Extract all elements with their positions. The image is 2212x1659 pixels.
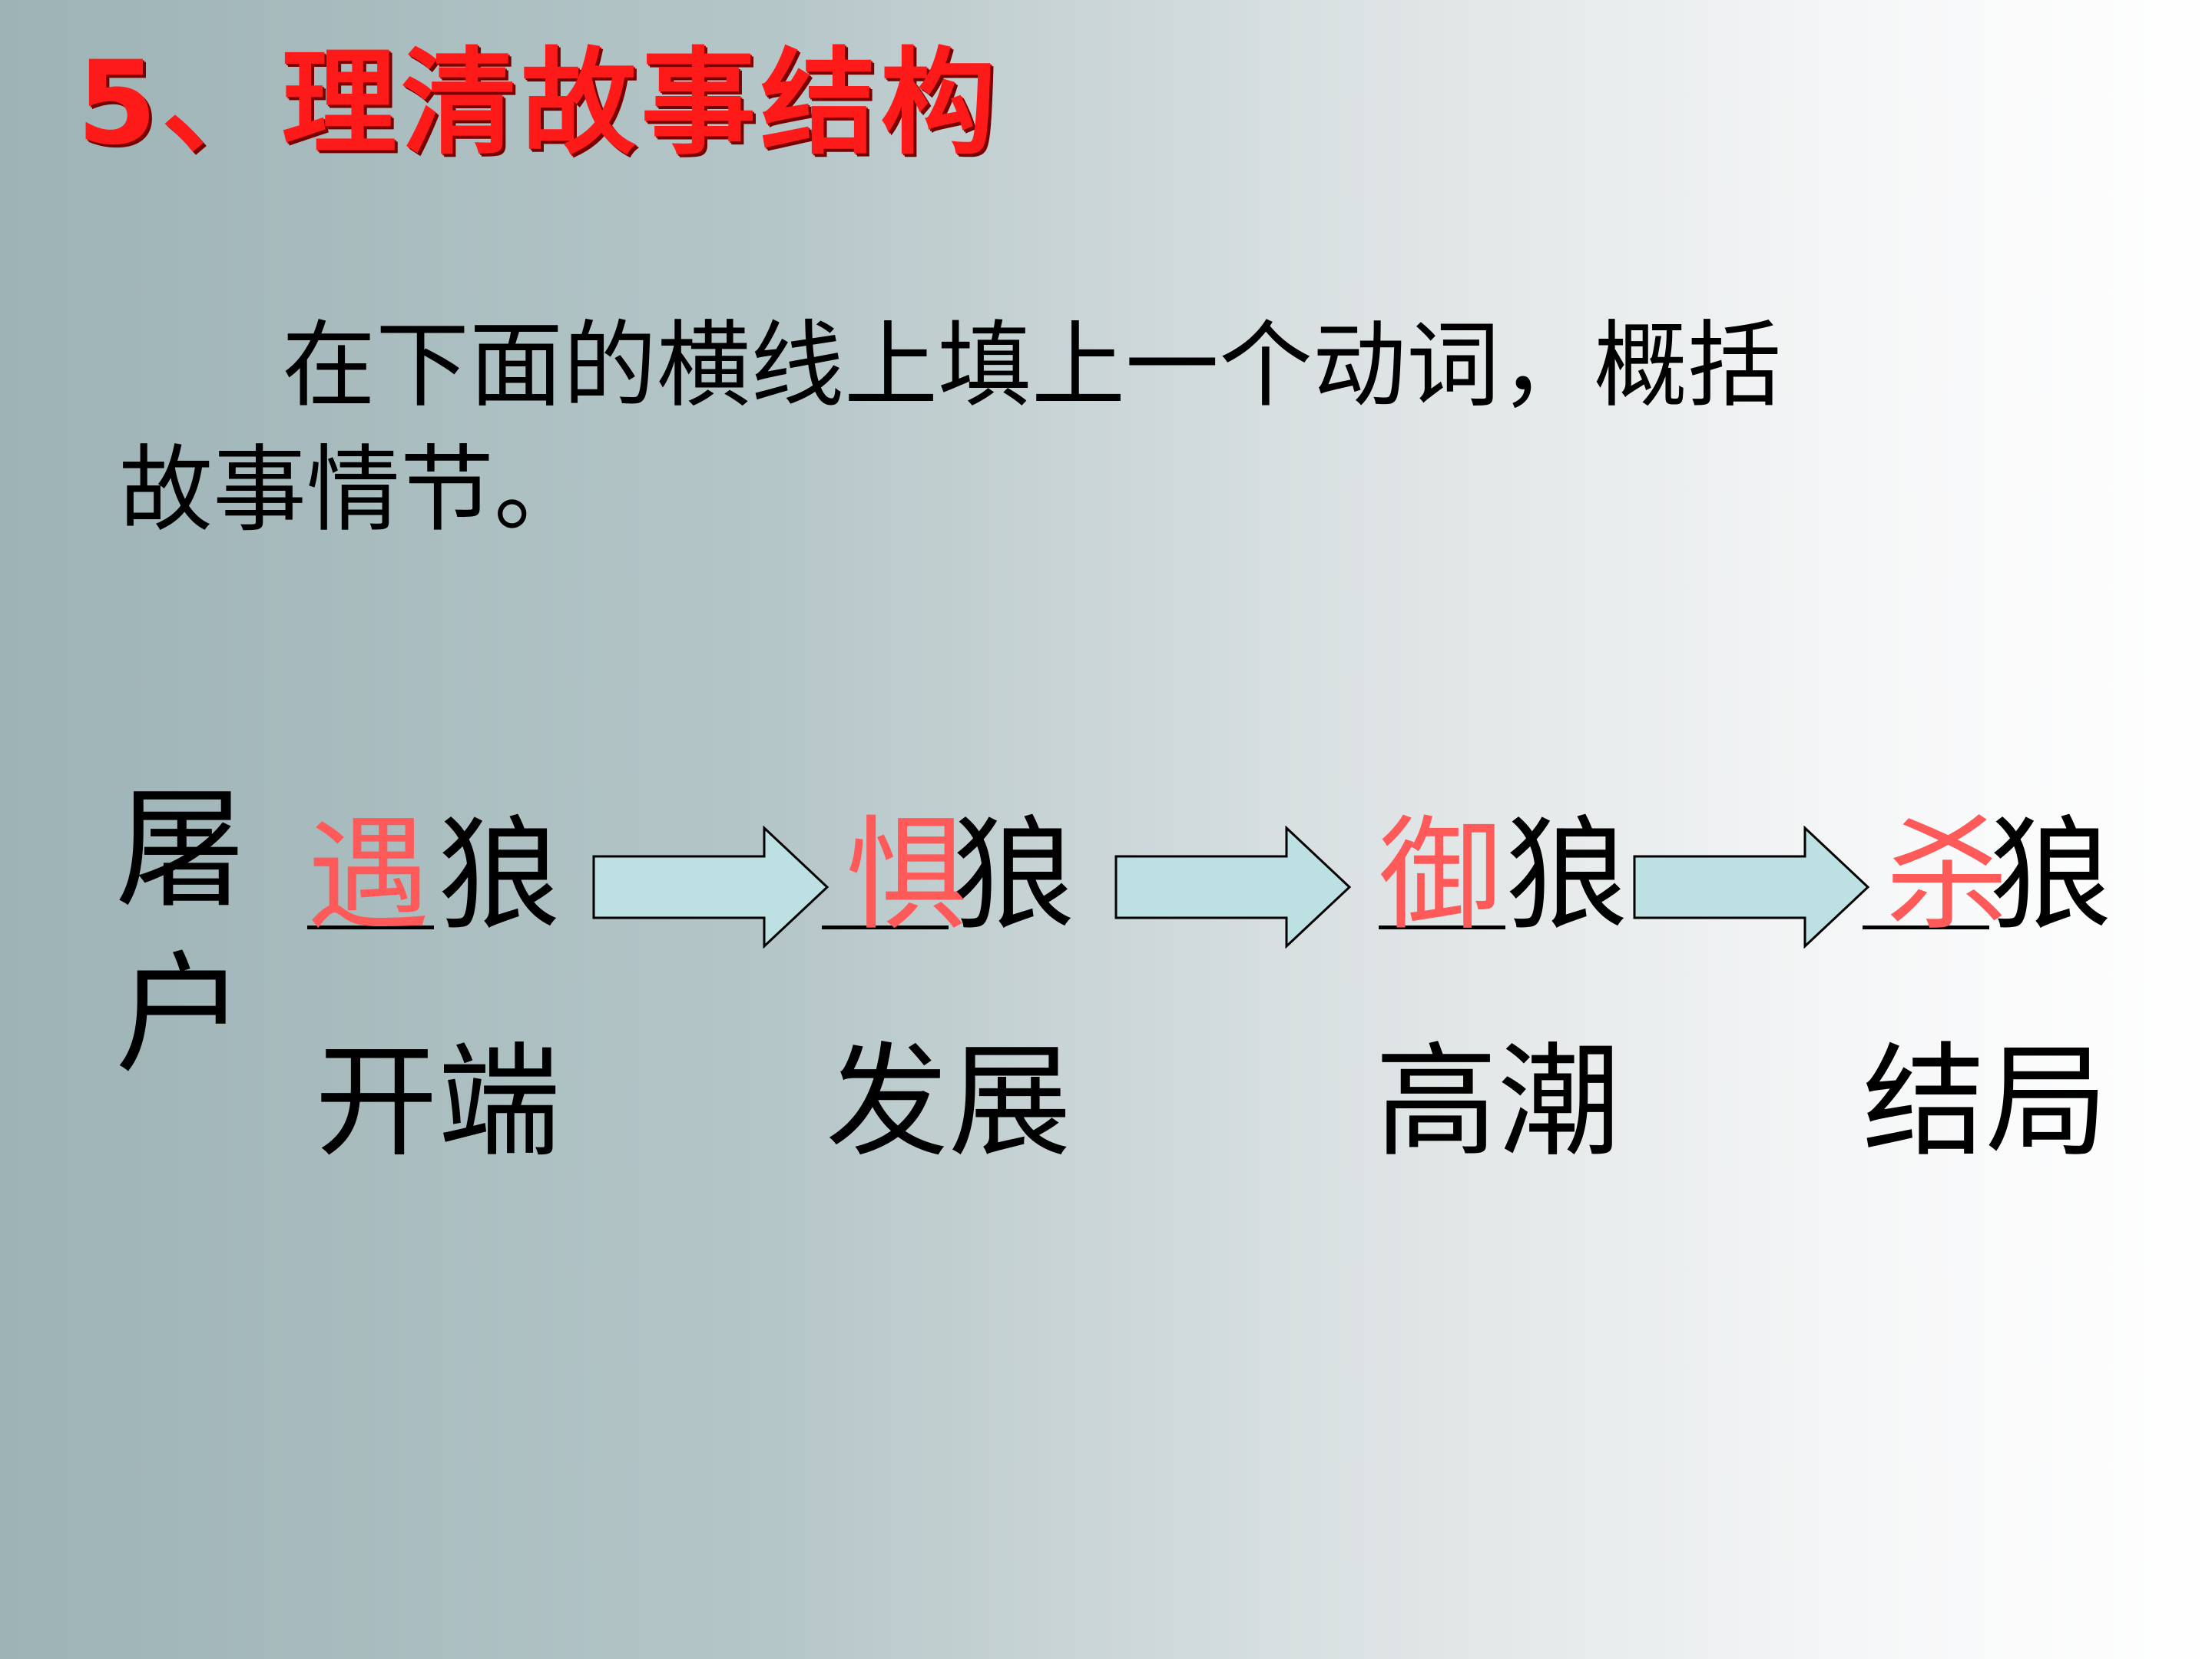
right-arrow-icon [592,826,830,949]
wolf-word: 狼 [1505,803,1629,947]
right-arrow-icon [1633,826,1870,949]
stage-label: 结局 [1863,1030,2109,1174]
answer-blank [307,926,434,929]
stage-label: 发展 [826,1030,1072,1174]
instruction-line-2: 故事情节。 [119,435,588,545]
right-arrow-icon [1114,826,1352,949]
answer-blank [1863,926,1989,929]
stage-label: 高潮 [1375,1030,1621,1174]
answer-verb: 遇 [307,803,431,947]
answer-verb: 惧 [845,803,969,947]
answer-verb: 御 [1379,803,1502,947]
answer-verb: 杀 [1886,803,2009,947]
wolf-word: 狼 [438,803,561,947]
stage-label: 开端 [315,1030,561,1174]
wolf-word: 狼 [952,803,1076,947]
slide-title: 5、理清故事结构 [77,37,1001,171]
wolf-word: 狼 [1989,803,2113,947]
answer-blank [1379,926,1505,929]
answer-blank [822,926,949,929]
instruction-text: 在下面的横线上填上一个动词，概括 故事情节。 [119,303,1962,552]
subject-label: 屠户 [115,774,247,1091]
instruction-line-1: 在下面的横线上填上一个动词，概括 [282,311,1781,420]
